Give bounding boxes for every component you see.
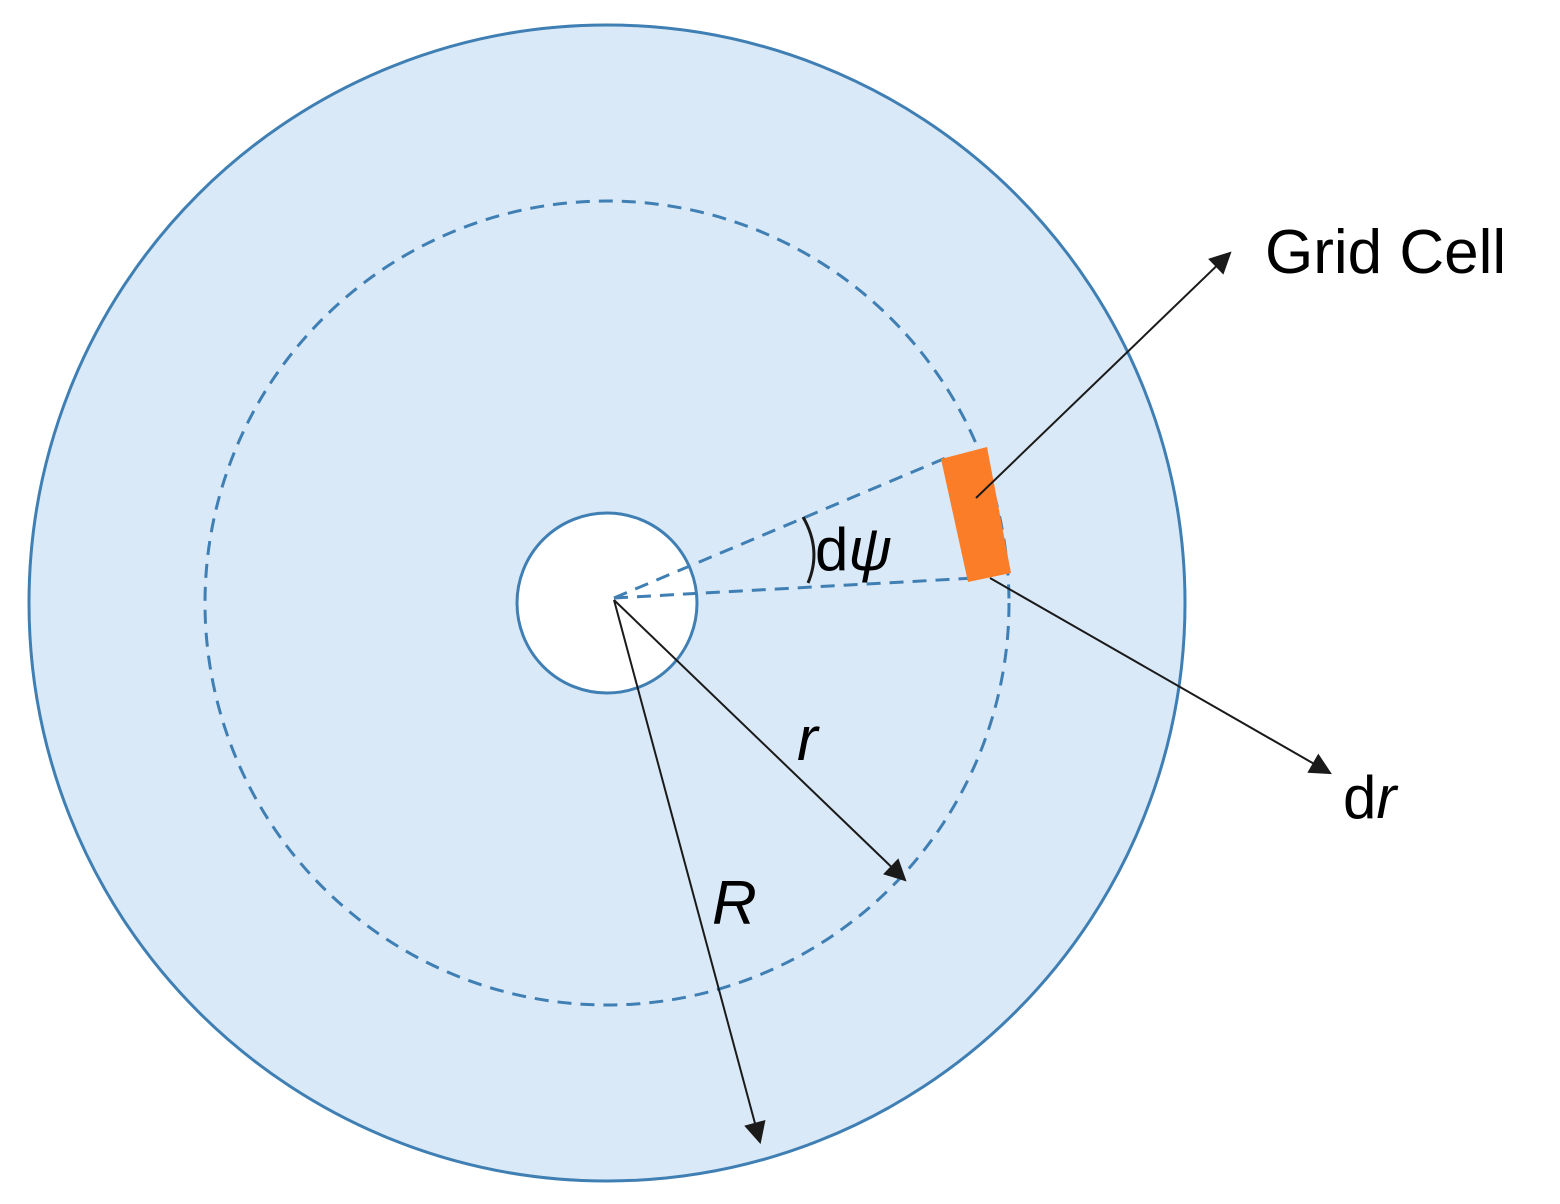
grid-cell-label: Grid Cell [1265, 218, 1506, 287]
d-psi-symbol: ψ [848, 516, 892, 583]
dr-d: d [1343, 764, 1376, 831]
grid-cell-arrow [975, 251, 1232, 499]
dr-r: r [1376, 764, 1398, 831]
inner-hole [515, 511, 699, 695]
radius-r-arrow [613, 599, 907, 882]
angle-arc [801, 516, 816, 584]
radius-r-dashed-circle [203, 199, 1011, 1007]
d-psi-label: dψ [815, 516, 892, 583]
radius-R-arrow [613, 599, 766, 1145]
sector-line-upper [613, 455, 949, 600]
dr-arrow [989, 577, 1332, 775]
sector-line-lower [613, 576, 976, 600]
radius-r-label: r [797, 705, 820, 774]
dr-label: dr [1343, 764, 1398, 831]
d-psi-d: d [815, 516, 848, 583]
radius-R-label: R [712, 869, 757, 938]
grid-cell [941, 447, 1011, 582]
